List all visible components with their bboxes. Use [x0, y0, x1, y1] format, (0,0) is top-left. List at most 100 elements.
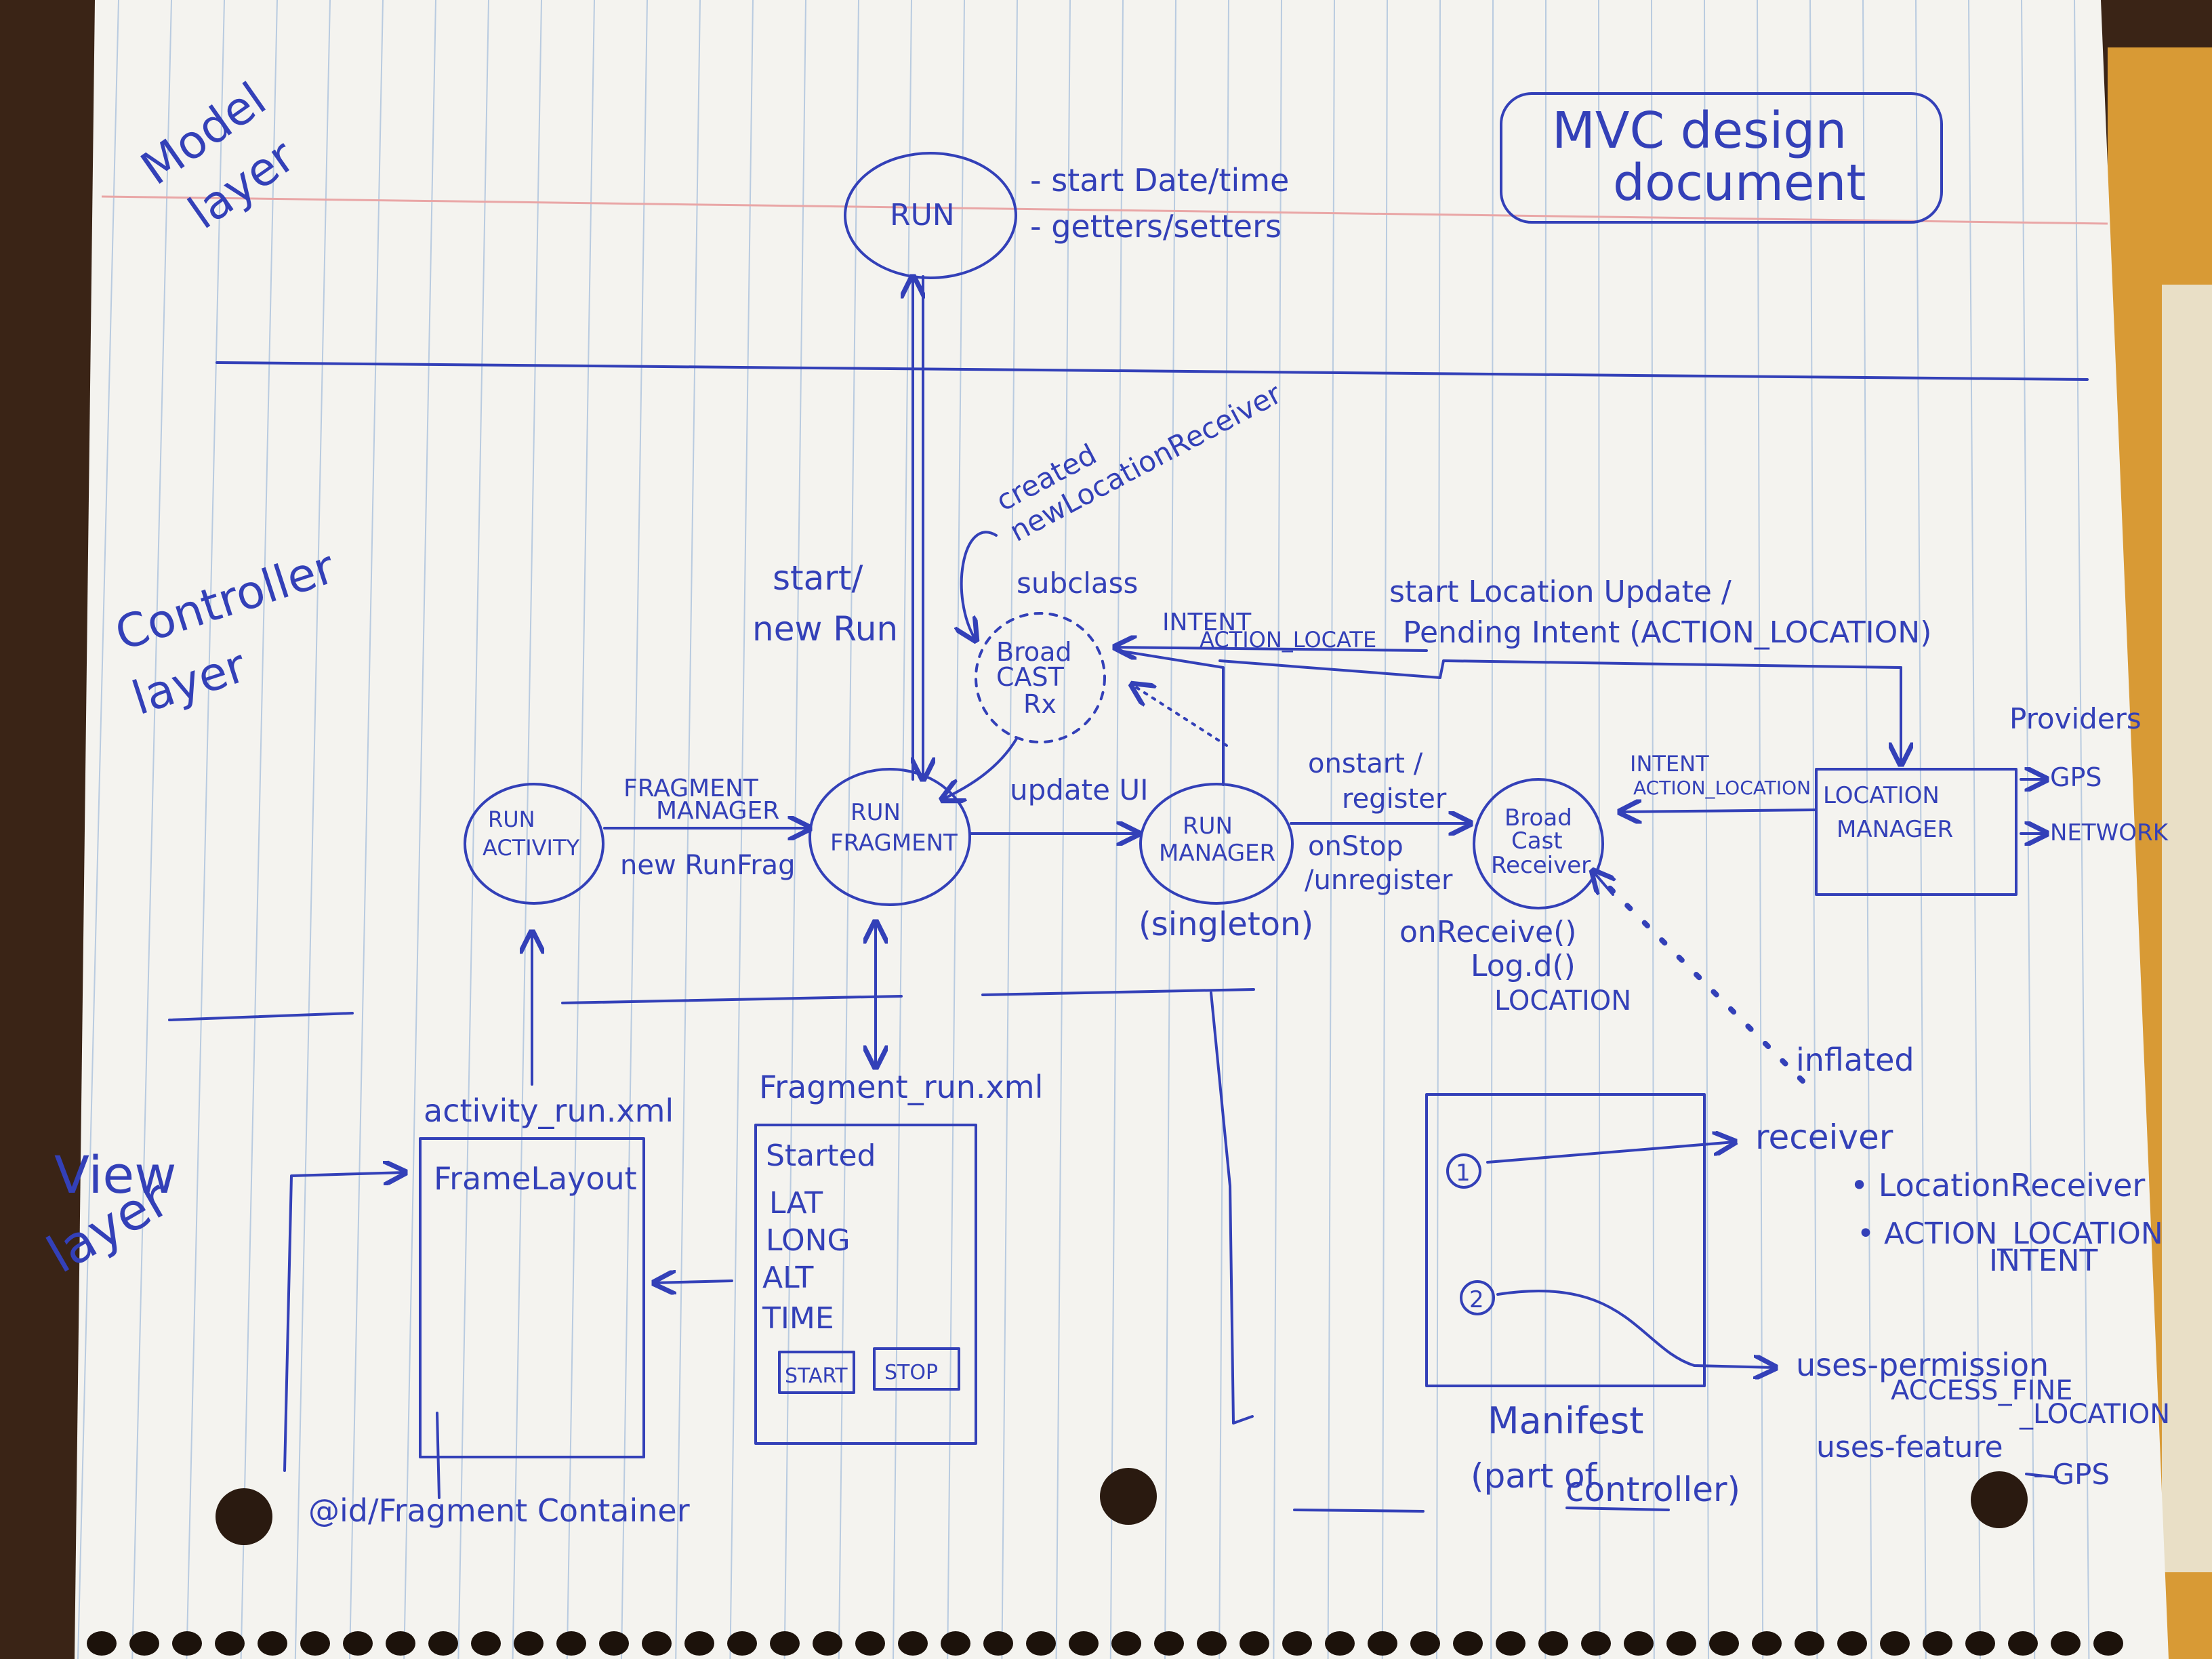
receiver-label: receiver [1755, 1118, 1893, 1157]
stop-button-box [873, 1347, 960, 1391]
onstart-1: onstart / [1308, 748, 1423, 779]
diagram-text: MVC design document Model layer Controll… [37, 73, 2171, 1529]
manifest-sub-1: (part of [1471, 1456, 1598, 1496]
intent-action-2: ACTION_LOCATE [1200, 627, 1376, 653]
ruled-line [2074, 0, 2090, 1659]
time-label: TIME [762, 1301, 834, 1336]
spiral-ring [386, 1631, 415, 1656]
ruled-line [1381, 0, 1388, 1659]
spiral-ring [87, 1631, 117, 1656]
receiver-item-1: • LocationReceiver [1850, 1167, 2145, 1204]
created-arrow [962, 531, 998, 640]
fragment-run-box [754, 1124, 977, 1445]
spiral-ring [684, 1631, 714, 1656]
spiral-ring [1368, 1631, 1397, 1656]
stop-button-label: STOP [884, 1361, 938, 1385]
on-receive-1: onReceive() [1399, 915, 1576, 949]
ruled-line [457, 0, 489, 1659]
ruled-line [1915, 0, 1927, 1659]
spiral-ring [941, 1631, 970, 1656]
container-divider [436, 1412, 441, 1499]
spiral-ring [300, 1631, 330, 1656]
model-controller-separator [216, 361, 2089, 381]
ruled-line [566, 0, 595, 1659]
ruled-line [1164, 0, 1176, 1659]
broadcast-receiver-1: Broad [1504, 804, 1572, 832]
fragment-container-label: @id/Fragment Container [308, 1492, 690, 1529]
started-label: Started [766, 1139, 876, 1173]
manifest-sub-2: controller) [1565, 1470, 1740, 1509]
frame-layout-box [419, 1137, 645, 1458]
spiral-ring [1837, 1631, 1867, 1656]
view-layer-label: View [54, 1145, 176, 1205]
spiral-ring [514, 1631, 544, 1656]
ruled-line [1490, 0, 1494, 1659]
start-button-label: START [785, 1364, 848, 1388]
manifest-box [1425, 1093, 1706, 1387]
update-ui-label: update UI [1010, 773, 1148, 806]
spiral-ring [1282, 1631, 1312, 1656]
spiral-ring [1752, 1631, 1782, 1656]
run-fragment-1: RUN [851, 799, 901, 826]
spiral-ring [599, 1631, 629, 1656]
receiver-item-2: • ACTION_LOCATION [1857, 1216, 2163, 1251]
title-line-2: document [1613, 154, 1866, 212]
container-arrow [283, 1172, 405, 1472]
spiral-ring [1325, 1631, 1355, 1656]
providers-label: Providers [2009, 702, 2142, 735]
start-new-run-2: new Run [752, 609, 898, 649]
ruled-line [1544, 0, 1547, 1659]
ruled-line [1273, 0, 1282, 1659]
run-model-label: RUN [890, 198, 955, 232]
inflated-arrow [1593, 871, 1613, 896]
punch-hole-left [216, 1488, 272, 1545]
feature-gps-dash [2025, 1473, 2058, 1479]
ruled-line [240, 0, 278, 1659]
ruled-line [1862, 0, 1872, 1659]
ruled-line [512, 0, 542, 1659]
inflated-label: inflated [1796, 1042, 1914, 1078]
ruled-line [1055, 0, 1071, 1659]
ruled-line [77, 0, 119, 1659]
inflated-dotted-line [1597, 875, 1805, 1084]
new-run-frag: new RunFrag [620, 850, 796, 881]
controller-view-separator [168, 988, 1255, 1021]
receiver-arrow [1486, 1142, 1735, 1164]
fragment-xml-label: Fragment_run.xml [759, 1069, 1043, 1105]
spiral-ring [813, 1631, 842, 1656]
onstop-1: onStop [1308, 831, 1404, 862]
spiral-ring [1240, 1631, 1269, 1656]
intent-location-2: ACTION_LOCATION [1633, 777, 1811, 799]
spiral-ring [556, 1631, 586, 1656]
run-model-ellipse [844, 152, 1017, 279]
controller-underline [1565, 1507, 1670, 1511]
onstart-2: register [1342, 783, 1447, 815]
manager-intent-arrow [1132, 684, 1228, 747]
manifest-item-1: 1 [1456, 1160, 1471, 1187]
run-manager-2: MANAGER [1159, 840, 1275, 867]
broadcast-rx-2: CAST [996, 662, 1065, 692]
broadcast-receiver-3: Receiver [1491, 852, 1591, 879]
start-location-updates-1: start Location Update / [1389, 575, 1732, 609]
location-manager-1: LOCATION [1823, 782, 1940, 809]
spiral-ring [1795, 1631, 1824, 1656]
ruled-line [947, 0, 965, 1659]
on-receive-3: LOCATION [1494, 985, 1631, 1017]
ruled-line [1598, 0, 1601, 1659]
spiral-ring [1496, 1631, 1525, 1656]
ruled-line [1218, 0, 1229, 1659]
long-label: LONG [766, 1223, 851, 1258]
spiral-ring [2008, 1631, 2038, 1656]
manager-to-broadcast-line [1117, 649, 1225, 786]
spiral-ring [1026, 1631, 1056, 1656]
ruled-line [1327, 0, 1335, 1659]
ruled-line [1704, 0, 1709, 1659]
manifest-label: Manifest [1488, 1399, 1643, 1442]
activity-xml-label: activity_run.xml [424, 1092, 674, 1129]
spiral-ring [1410, 1631, 1440, 1656]
spiral-ring [1111, 1631, 1141, 1656]
uses-permission-3: _LOCATION [2019, 1399, 2170, 1430]
run-activity-1: RUN [488, 806, 535, 832]
fragment-manager-1: FRAGMENT [623, 775, 759, 802]
